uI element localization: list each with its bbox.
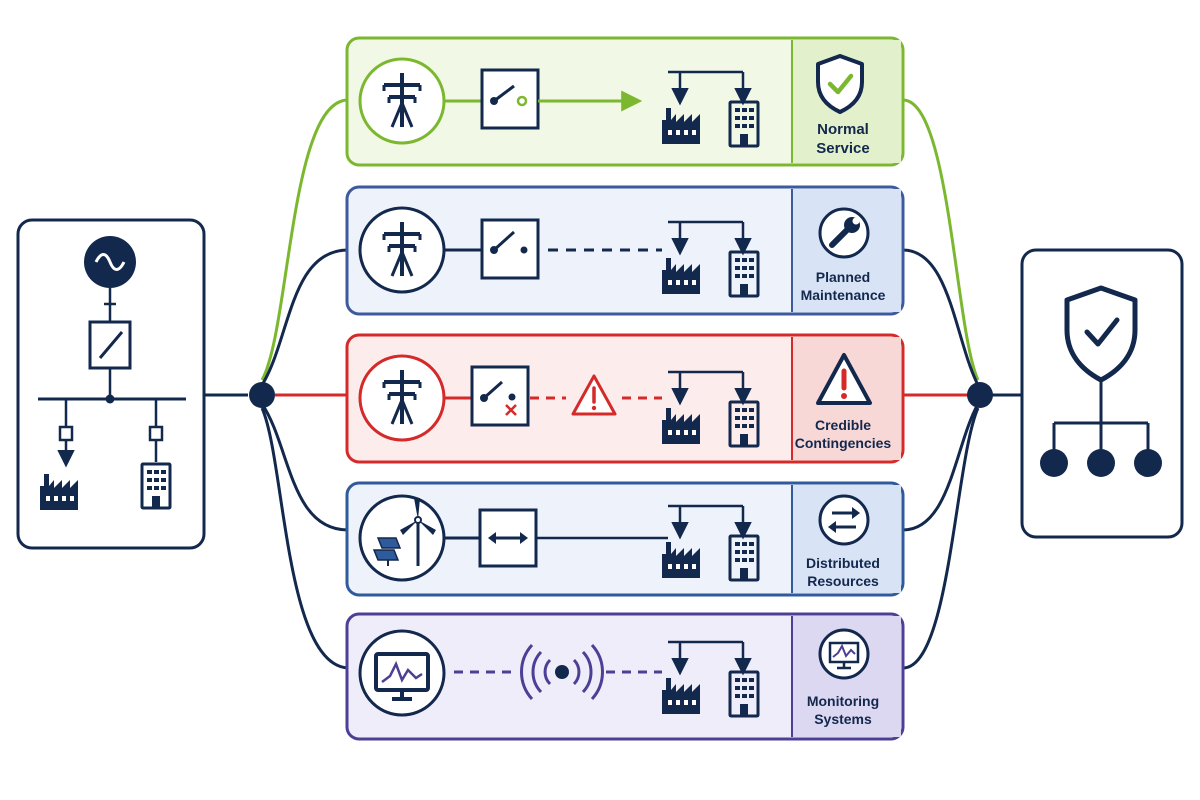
wireless-signal-icon	[520, 643, 604, 701]
scenario-row-monitoring	[345, 612, 905, 741]
closed-switch-icon	[480, 68, 540, 130]
generator-icon	[84, 236, 136, 288]
reliable-supply-panel	[1020, 248, 1184, 539]
shield-check-icon	[816, 54, 864, 114]
scenario-row-planned	[345, 185, 905, 316]
warning-icon	[816, 353, 872, 405]
branch-normal-left	[260, 98, 349, 381]
right-junction-node	[967, 382, 993, 408]
left-branch-lines	[205, 98, 349, 670]
open-switch-icon	[480, 218, 540, 280]
warning-icon	[571, 374, 617, 416]
network-tree-icon	[1040, 380, 1162, 477]
scenario-row-normal	[345, 36, 905, 167]
source-substation-panel	[16, 218, 206, 550]
tripped-switch-icon	[470, 365, 530, 427]
solar-wind-icon	[358, 494, 446, 582]
wrench-icon	[818, 207, 870, 259]
monitor-chart-icon	[818, 628, 870, 680]
exchange-arrows-icon	[818, 494, 870, 546]
bidirectional-converter-icon	[478, 508, 538, 568]
scenario-row-contingency	[345, 333, 905, 464]
scenario-row-distributed	[345, 481, 905, 597]
breaker-icon	[88, 320, 132, 370]
right-branch-lines	[902, 98, 1022, 670]
left-junction-node	[249, 382, 275, 408]
